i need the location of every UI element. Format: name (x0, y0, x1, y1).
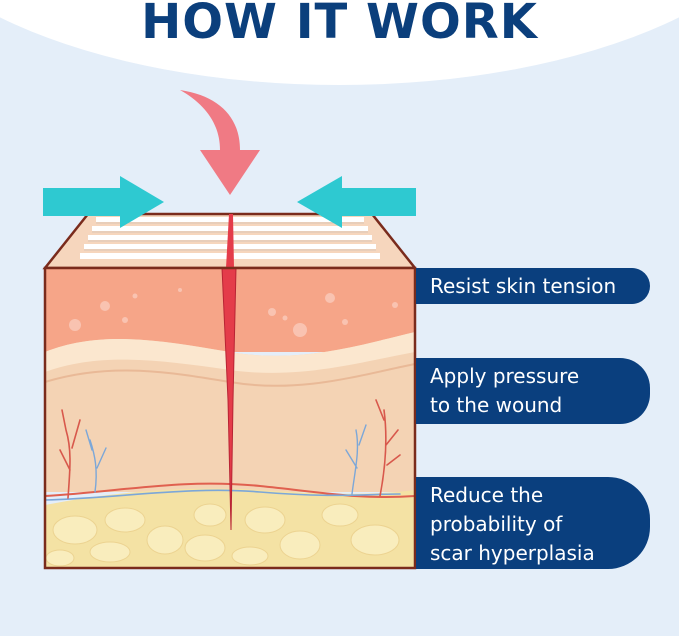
push-right-arrow-icon (43, 176, 164, 228)
epidermis-dots (69, 288, 398, 337)
label-reduce-hyperplasia: Reduce the probability of scar hyperplas… (416, 477, 650, 569)
fat-cells (45, 503, 400, 567)
label-line: Resist skin tension (430, 273, 617, 298)
label-line: scar hyperplasia (430, 541, 595, 565)
fat-layer (45, 488, 415, 568)
skin-block-outline (43, 266, 417, 570)
blood-vessels (44, 399, 416, 501)
label-line: to the wound (430, 393, 563, 417)
wound-top (226, 214, 234, 268)
label-apply-pressure: Apply pressure to the wound (416, 358, 650, 424)
label-resist-tension: Resist skin tension (416, 268, 650, 304)
press-down-arrow-icon (180, 90, 260, 195)
label-line: probability of (430, 512, 563, 536)
label-line: Apply pressure (430, 364, 580, 388)
page-title: HOW IT WORK (141, 0, 538, 50)
label-line: Reduce the (430, 483, 544, 507)
push-left-arrow-icon (297, 176, 416, 228)
